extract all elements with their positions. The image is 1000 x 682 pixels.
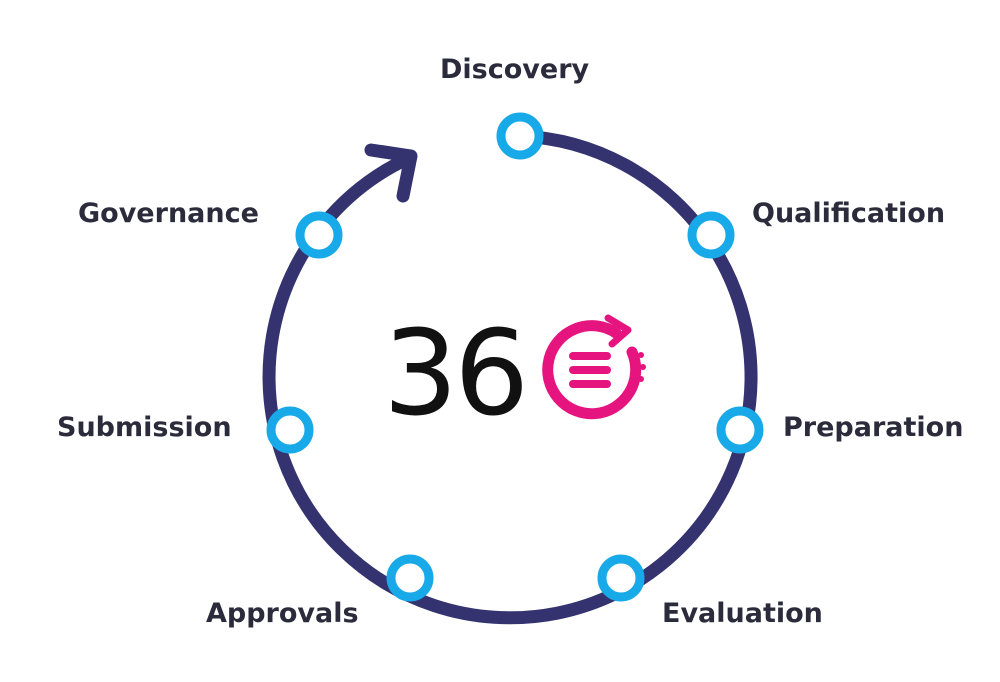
logo-digits: 36: [383, 304, 525, 442]
stage-label-discovery: Discovery: [440, 54, 590, 85]
node-preparation: [716, 406, 764, 454]
cycle-list-icon: [542, 314, 646, 420]
stage-label-governance: Governance: [78, 198, 259, 229]
stage-label-submission: Submission: [57, 412, 232, 443]
node-approvals: [386, 554, 434, 602]
stage-label-evaluation: Evaluation: [662, 598, 823, 629]
node-governance: [295, 211, 343, 259]
logo: 36: [383, 304, 646, 442]
node-evaluation: [597, 554, 645, 602]
node-qualification: [687, 211, 735, 259]
arrow-head-icon: [364, 143, 418, 203]
node-discovery: [496, 112, 544, 160]
stage-label-qualification: Qualification: [752, 198, 946, 229]
node-submission: [266, 406, 314, 454]
stage-label-preparation: Preparation: [783, 412, 964, 443]
stage-label-approvals: Approvals: [206, 598, 359, 629]
